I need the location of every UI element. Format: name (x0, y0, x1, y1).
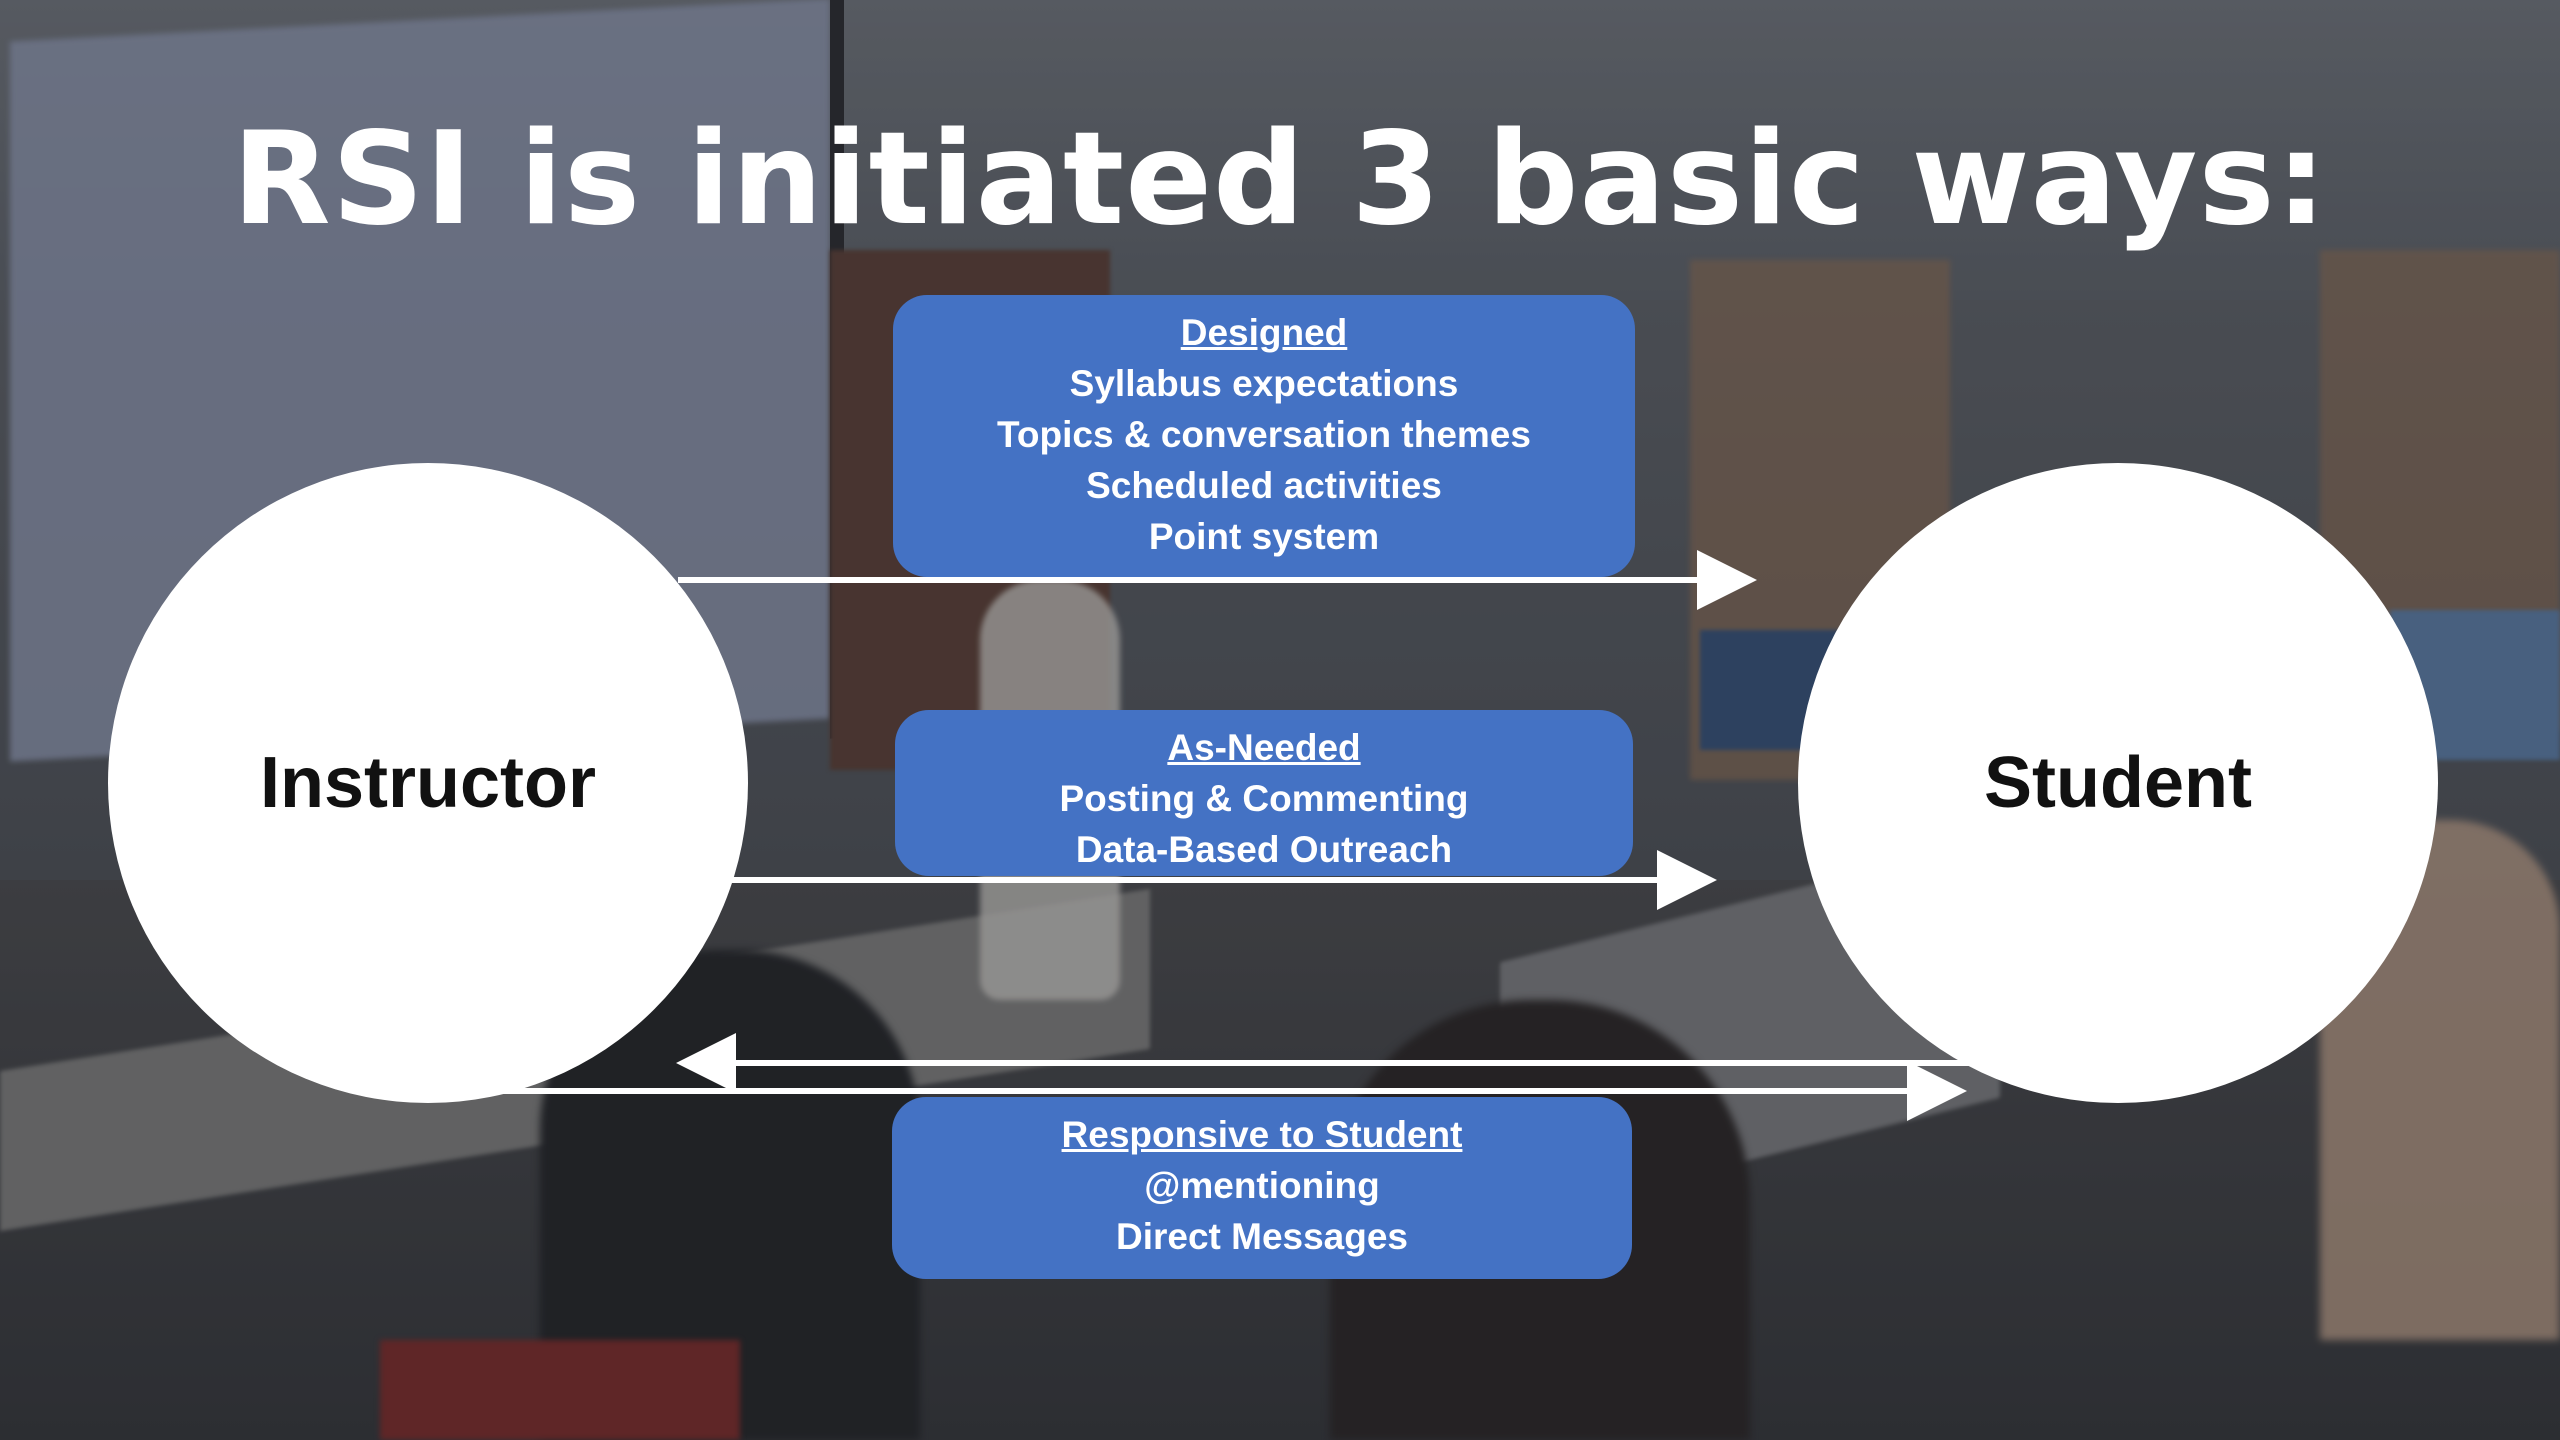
student-node: Student (1798, 463, 2438, 1103)
student-label: Student (1984, 743, 2252, 823)
designed-heading: Designed (1180, 312, 1348, 353)
designed-line: Point system (1148, 516, 1380, 557)
responsive-box: Responsive to Student @mentioning Direct… (892, 1097, 1632, 1279)
designed-line: Topics & conversation themes (997, 414, 1531, 455)
designed-line: Scheduled activities (1086, 465, 1442, 506)
instructor-node: Instructor (108, 463, 748, 1103)
designed-line: Syllabus expectations (1069, 363, 1459, 404)
as-needed-line: Data-Based Outreach (1075, 829, 1453, 870)
instructor-label: Instructor (259, 743, 597, 823)
as-needed-line: Posting & Commenting (1059, 778, 1469, 819)
responsive-heading: Responsive to Student (1061, 1114, 1463, 1155)
bg-chair (380, 1340, 740, 1440)
designed-box: Designed Syllabus expectations Topics & … (893, 295, 1635, 577)
as-needed-heading: As-Needed (1167, 727, 1361, 768)
responsive-line: @mentioning (1144, 1165, 1380, 1206)
as-needed-box: As-Needed Posting & Commenting Data-Base… (895, 710, 1633, 876)
responsive-line: Direct Messages (1115, 1216, 1409, 1257)
slide-title: RSI is initiated 3 basic ways: (232, 105, 2328, 254)
